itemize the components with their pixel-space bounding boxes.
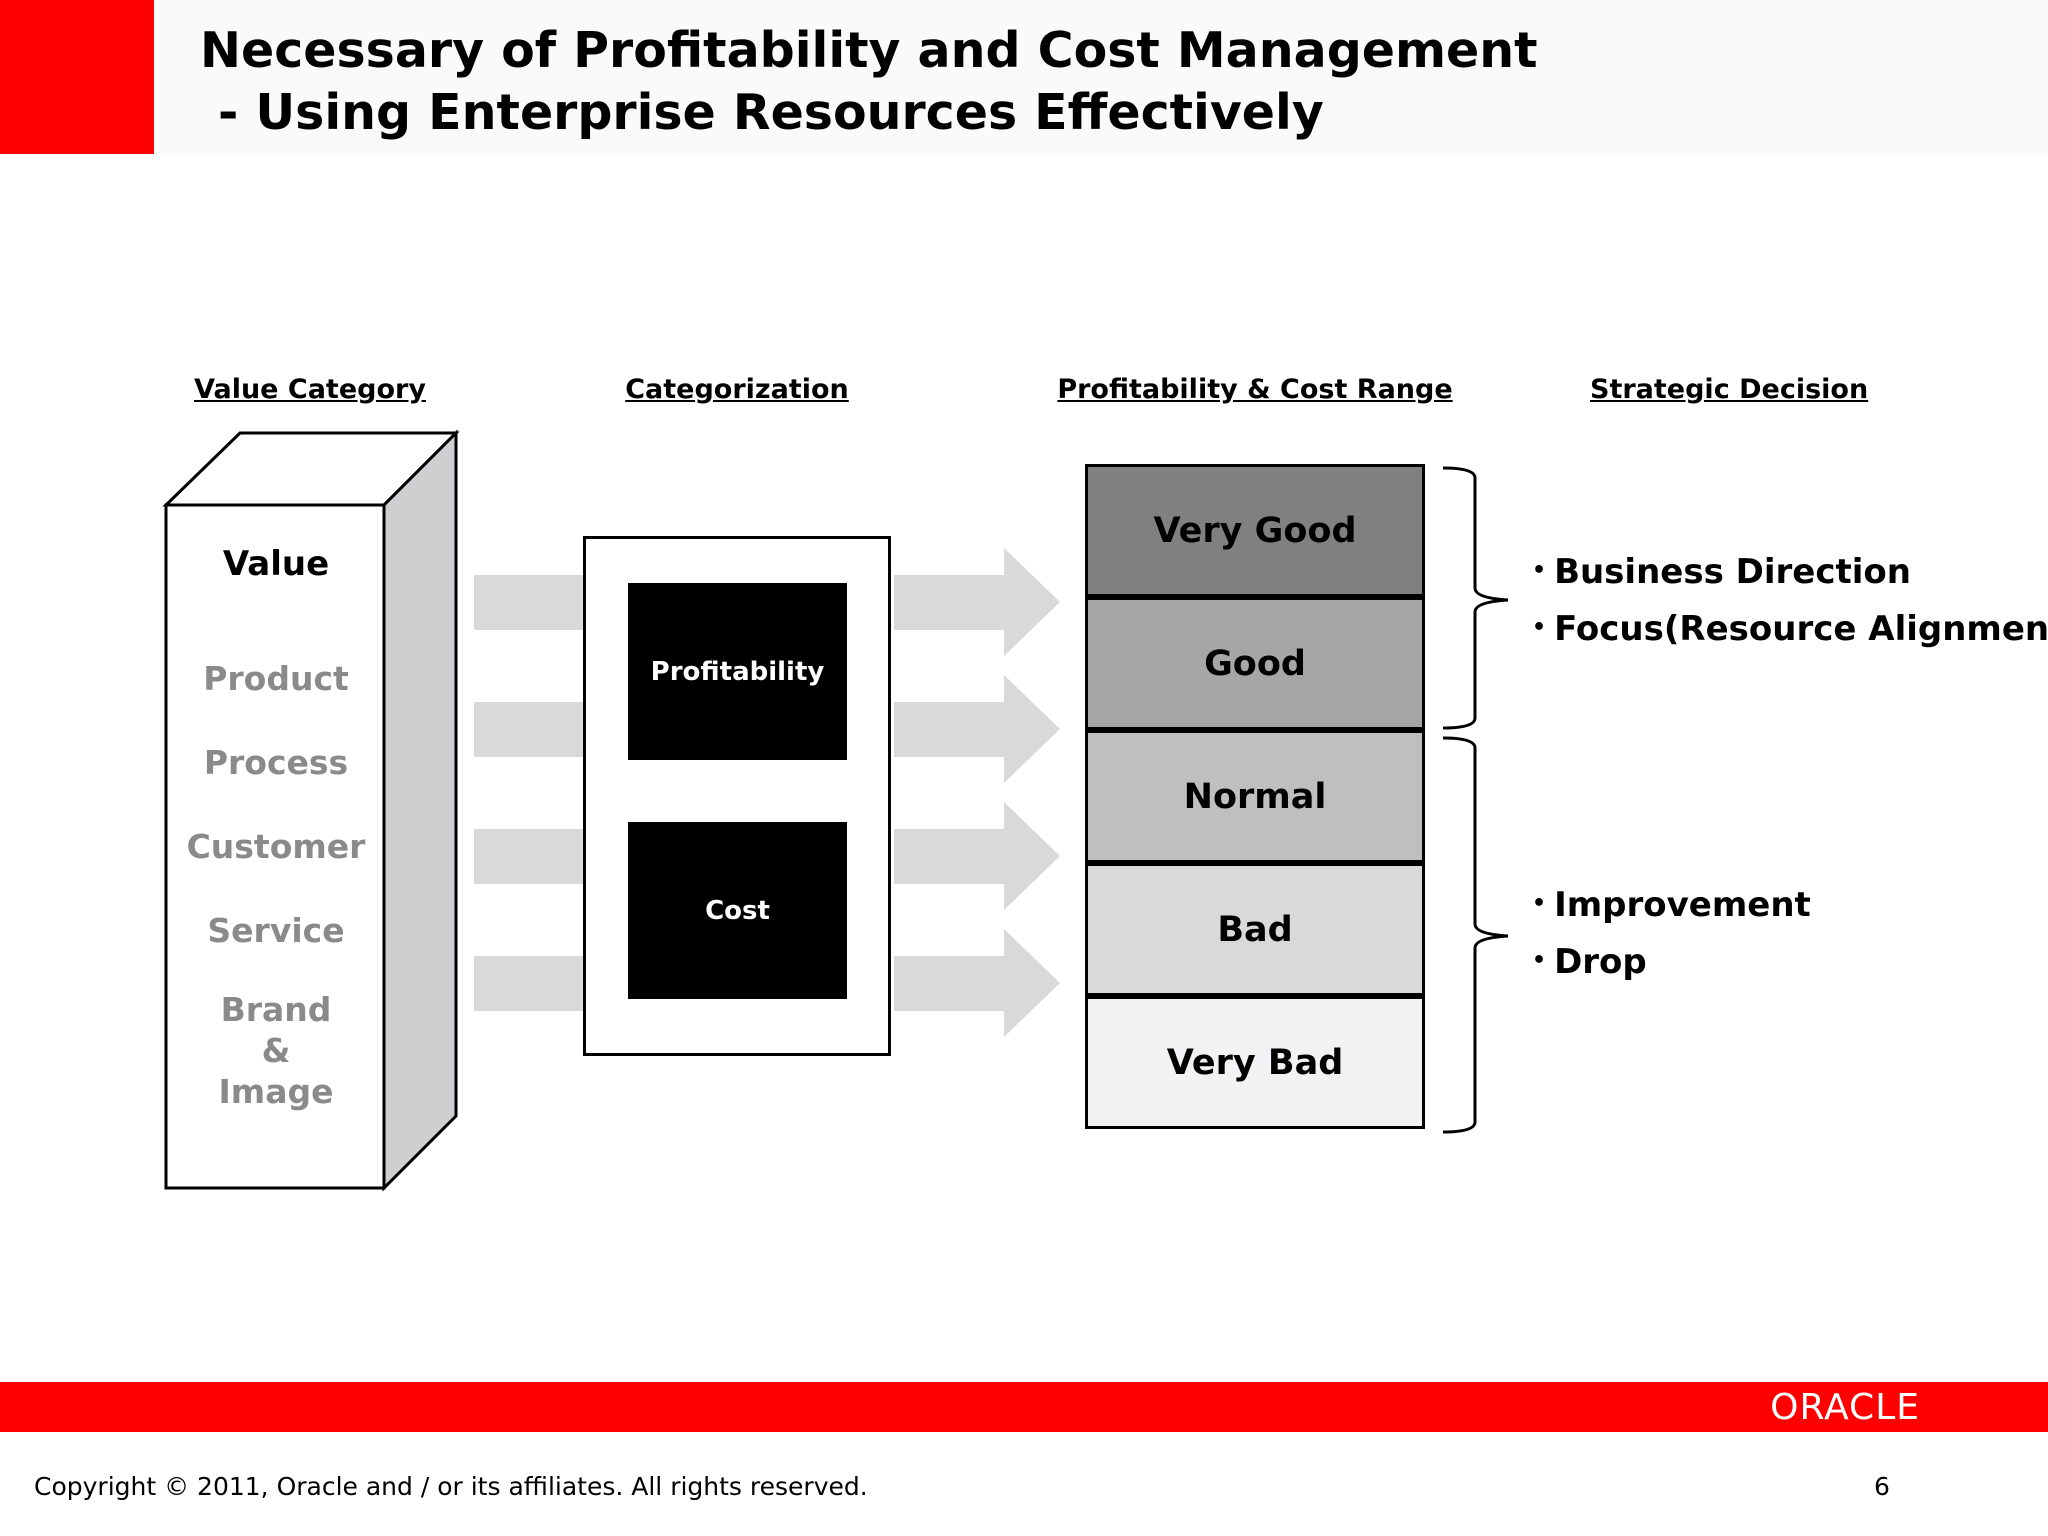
decision-label: Drop bbox=[1554, 942, 1647, 982]
decision-improvement: • Improvement bbox=[1532, 885, 1811, 925]
range-good: Good bbox=[1085, 597, 1425, 730]
column-header-value-category: Value Category bbox=[194, 374, 426, 405]
bullet-icon: • bbox=[1532, 558, 1547, 583]
decision-focus: • Focus(Resource Alignment) bbox=[1532, 609, 2048, 649]
output-arrow bbox=[894, 929, 1060, 1037]
input-arrow bbox=[474, 702, 586, 757]
oracle-logo: ORACLE bbox=[1770, 1386, 1920, 1428]
range-normal: Normal bbox=[1085, 730, 1425, 863]
input-arrow bbox=[474, 956, 586, 1011]
range-very-good: Very Good bbox=[1085, 464, 1425, 597]
value-item-process: Process bbox=[203, 743, 349, 782]
footer-bar bbox=[0, 1382, 2048, 1432]
input-arrow bbox=[474, 829, 586, 884]
input-arrows bbox=[474, 575, 586, 1011]
output-arrow bbox=[894, 548, 1060, 656]
pillar-side-face bbox=[382, 429, 458, 1192]
pillar-front-face bbox=[164, 503, 386, 1190]
value-item-product: Product bbox=[203, 659, 349, 698]
value-item-customer: Customer bbox=[186, 827, 366, 866]
output-arrow bbox=[894, 802, 1060, 910]
bullet-icon: • bbox=[1532, 948, 1547, 973]
lower-brace bbox=[1442, 736, 1509, 1134]
column-header-strategic-decision: Strategic Decision bbox=[1590, 374, 1869, 405]
bullet-icon: • bbox=[1532, 615, 1547, 640]
decision-label: Focus(Resource Alignment) bbox=[1554, 609, 2048, 649]
page-number: 6 bbox=[1874, 1472, 1890, 1501]
upper-brace bbox=[1442, 466, 1509, 730]
slide-title: Necessary of Profitability and Cost Mana… bbox=[200, 22, 1538, 79]
decision-label: Improvement bbox=[1554, 885, 1811, 925]
column-header-categorization: Categorization bbox=[625, 374, 849, 405]
column-header-range: Profitability & Cost Range bbox=[1057, 374, 1453, 405]
value-heading: Value bbox=[222, 544, 330, 584]
category-profitability: Profitability bbox=[628, 583, 847, 760]
input-arrow bbox=[474, 575, 586, 630]
value-item-ampersand: & bbox=[261, 1031, 291, 1070]
output-arrow bbox=[894, 675, 1060, 783]
value-item-brand: Brand bbox=[220, 990, 332, 1029]
decision-drop: • Drop bbox=[1532, 942, 1647, 982]
decision-business-direction: • Business Direction bbox=[1532, 552, 1911, 592]
bullet-icon: • bbox=[1532, 891, 1547, 916]
range-bad: Bad bbox=[1085, 863, 1425, 996]
brand-corner-block bbox=[0, 0, 154, 154]
value-pillar bbox=[162, 429, 460, 1192]
value-item-service: Service bbox=[207, 911, 345, 950]
category-cost: Cost bbox=[628, 822, 847, 999]
copyright-text: Copyright © 2011, Oracle and / or its af… bbox=[34, 1472, 868, 1501]
range-very-bad: Very Bad bbox=[1085, 996, 1425, 1129]
decision-label: Business Direction bbox=[1554, 552, 1911, 592]
slide-subtitle: - Using Enterprise Resources Effectively bbox=[218, 84, 1324, 141]
title-bar bbox=[154, 0, 2048, 154]
value-item-image: Image bbox=[218, 1072, 334, 1111]
output-arrows bbox=[894, 548, 1060, 1037]
